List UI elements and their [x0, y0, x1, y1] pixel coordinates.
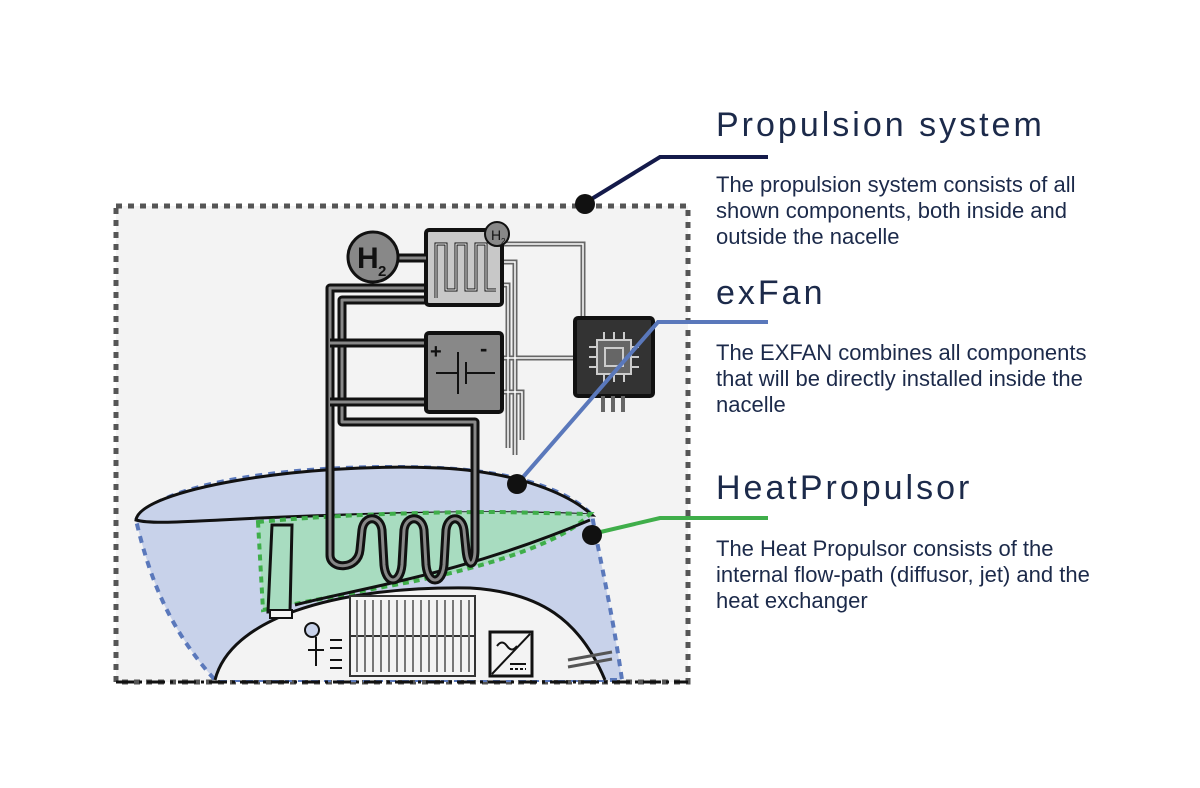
- svg-text:2: 2: [378, 263, 386, 280]
- motor-lines: [567, 650, 613, 669]
- heat-propulsor-title: HeatPropulsor: [716, 469, 973, 507]
- flow-path-line: [294, 518, 591, 607]
- propulsion-system-title: Propulsion system: [716, 106, 1045, 144]
- coolant-loop-inner: [328, 286, 477, 582]
- svg-text:2: 2: [501, 237, 506, 246]
- heat-propulsor-description: The Heat Propulsor consists of the inter…: [716, 536, 1090, 613]
- heat-propulsor-leader-dot: [582, 525, 602, 545]
- controller-chip-icon: [573, 316, 655, 412]
- heat-exchanger-block: [349, 595, 476, 677]
- exfan-title: exFan: [716, 274, 826, 312]
- exfan-leader-dot: [507, 474, 527, 494]
- hydrogen-output-icon: H 2: [484, 221, 510, 247]
- exfan-leader-line: [515, 320, 768, 486]
- battery-coolant-lines: [330, 338, 428, 407]
- svg-text:-: -: [480, 336, 487, 361]
- svg-text:H: H: [357, 242, 379, 275]
- stator-strut: [266, 523, 294, 614]
- fan-stage-icon: [269, 609, 342, 669]
- inverter-icon: [488, 630, 534, 678]
- exfan-description: The EXFAN combines all components that w…: [716, 340, 1087, 417]
- propulsion-leader-line: [583, 155, 768, 205]
- svg-text:+: +: [430, 341, 442, 363]
- fuel-cell-icon: [424, 228, 504, 307]
- battery-icon: + -: [424, 331, 504, 414]
- hydrogen-tank-icon: H 2: [346, 230, 400, 284]
- heat-propulsor-leader-line: [591, 516, 768, 536]
- propulsion-leader-dot: [575, 194, 595, 214]
- propulsion-system-description: The propulsion system consists of all sh…: [716, 172, 1076, 249]
- svg-text:H: H: [491, 227, 501, 243]
